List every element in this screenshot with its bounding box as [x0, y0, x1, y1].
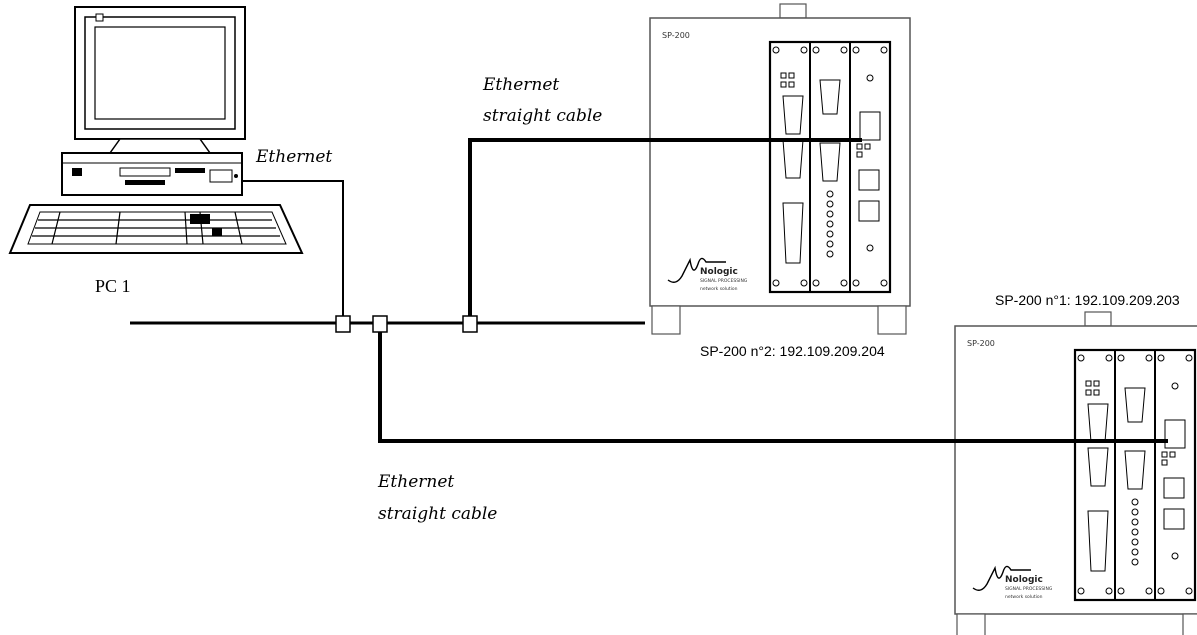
- pc-drop-cable: [242, 180, 344, 323]
- device1-model-mark: SP-200: [967, 339, 995, 348]
- sp200-device-1: SP-200 Nologic SIGNAL PROCESSING network…: [953, 310, 1197, 635]
- device1-logo-sub: SIGNAL PROCESSING: [1005, 586, 1053, 592]
- pc-computer: [8, 6, 304, 254]
- tap-device-1: [372, 315, 388, 333]
- pc-label: PC 1: [95, 276, 131, 296]
- device2-logo-sub: SIGNAL PROCESSING: [700, 278, 748, 284]
- device2-model-mark: SP-200: [662, 31, 690, 40]
- cable-to-device-1: [378, 323, 1168, 443]
- device1-logo-name: Nologic: [1005, 575, 1043, 585]
- bottom-cable-label-line1: Ethernet: [377, 472, 454, 492]
- device2-logo-tag: network solution: [700, 286, 738, 292]
- pc-ethernet-label: Ethernet: [255, 147, 332, 167]
- top-cable-label-line1: Ethernet: [482, 75, 559, 95]
- device1-logo-tag: network solution: [1005, 594, 1043, 600]
- device1-caption: SP-200 n°1: 192.109.209.203: [995, 292, 1180, 308]
- sp200-device-2: SP-200 Nologic SIGNAL PROCESSING network…: [648, 2, 912, 336]
- tap-pc: [335, 315, 351, 333]
- device2-logo-name: Nologic: [700, 267, 738, 277]
- top-cable-label-line2: straight cable: [483, 106, 602, 126]
- bottom-cable-label-line2: straight cable: [378, 504, 497, 524]
- device2-caption: SP-200 n°2: 192.109.209.204: [700, 343, 885, 359]
- cable-to-device-2: [468, 138, 862, 323]
- tap-device-2: [462, 315, 478, 333]
